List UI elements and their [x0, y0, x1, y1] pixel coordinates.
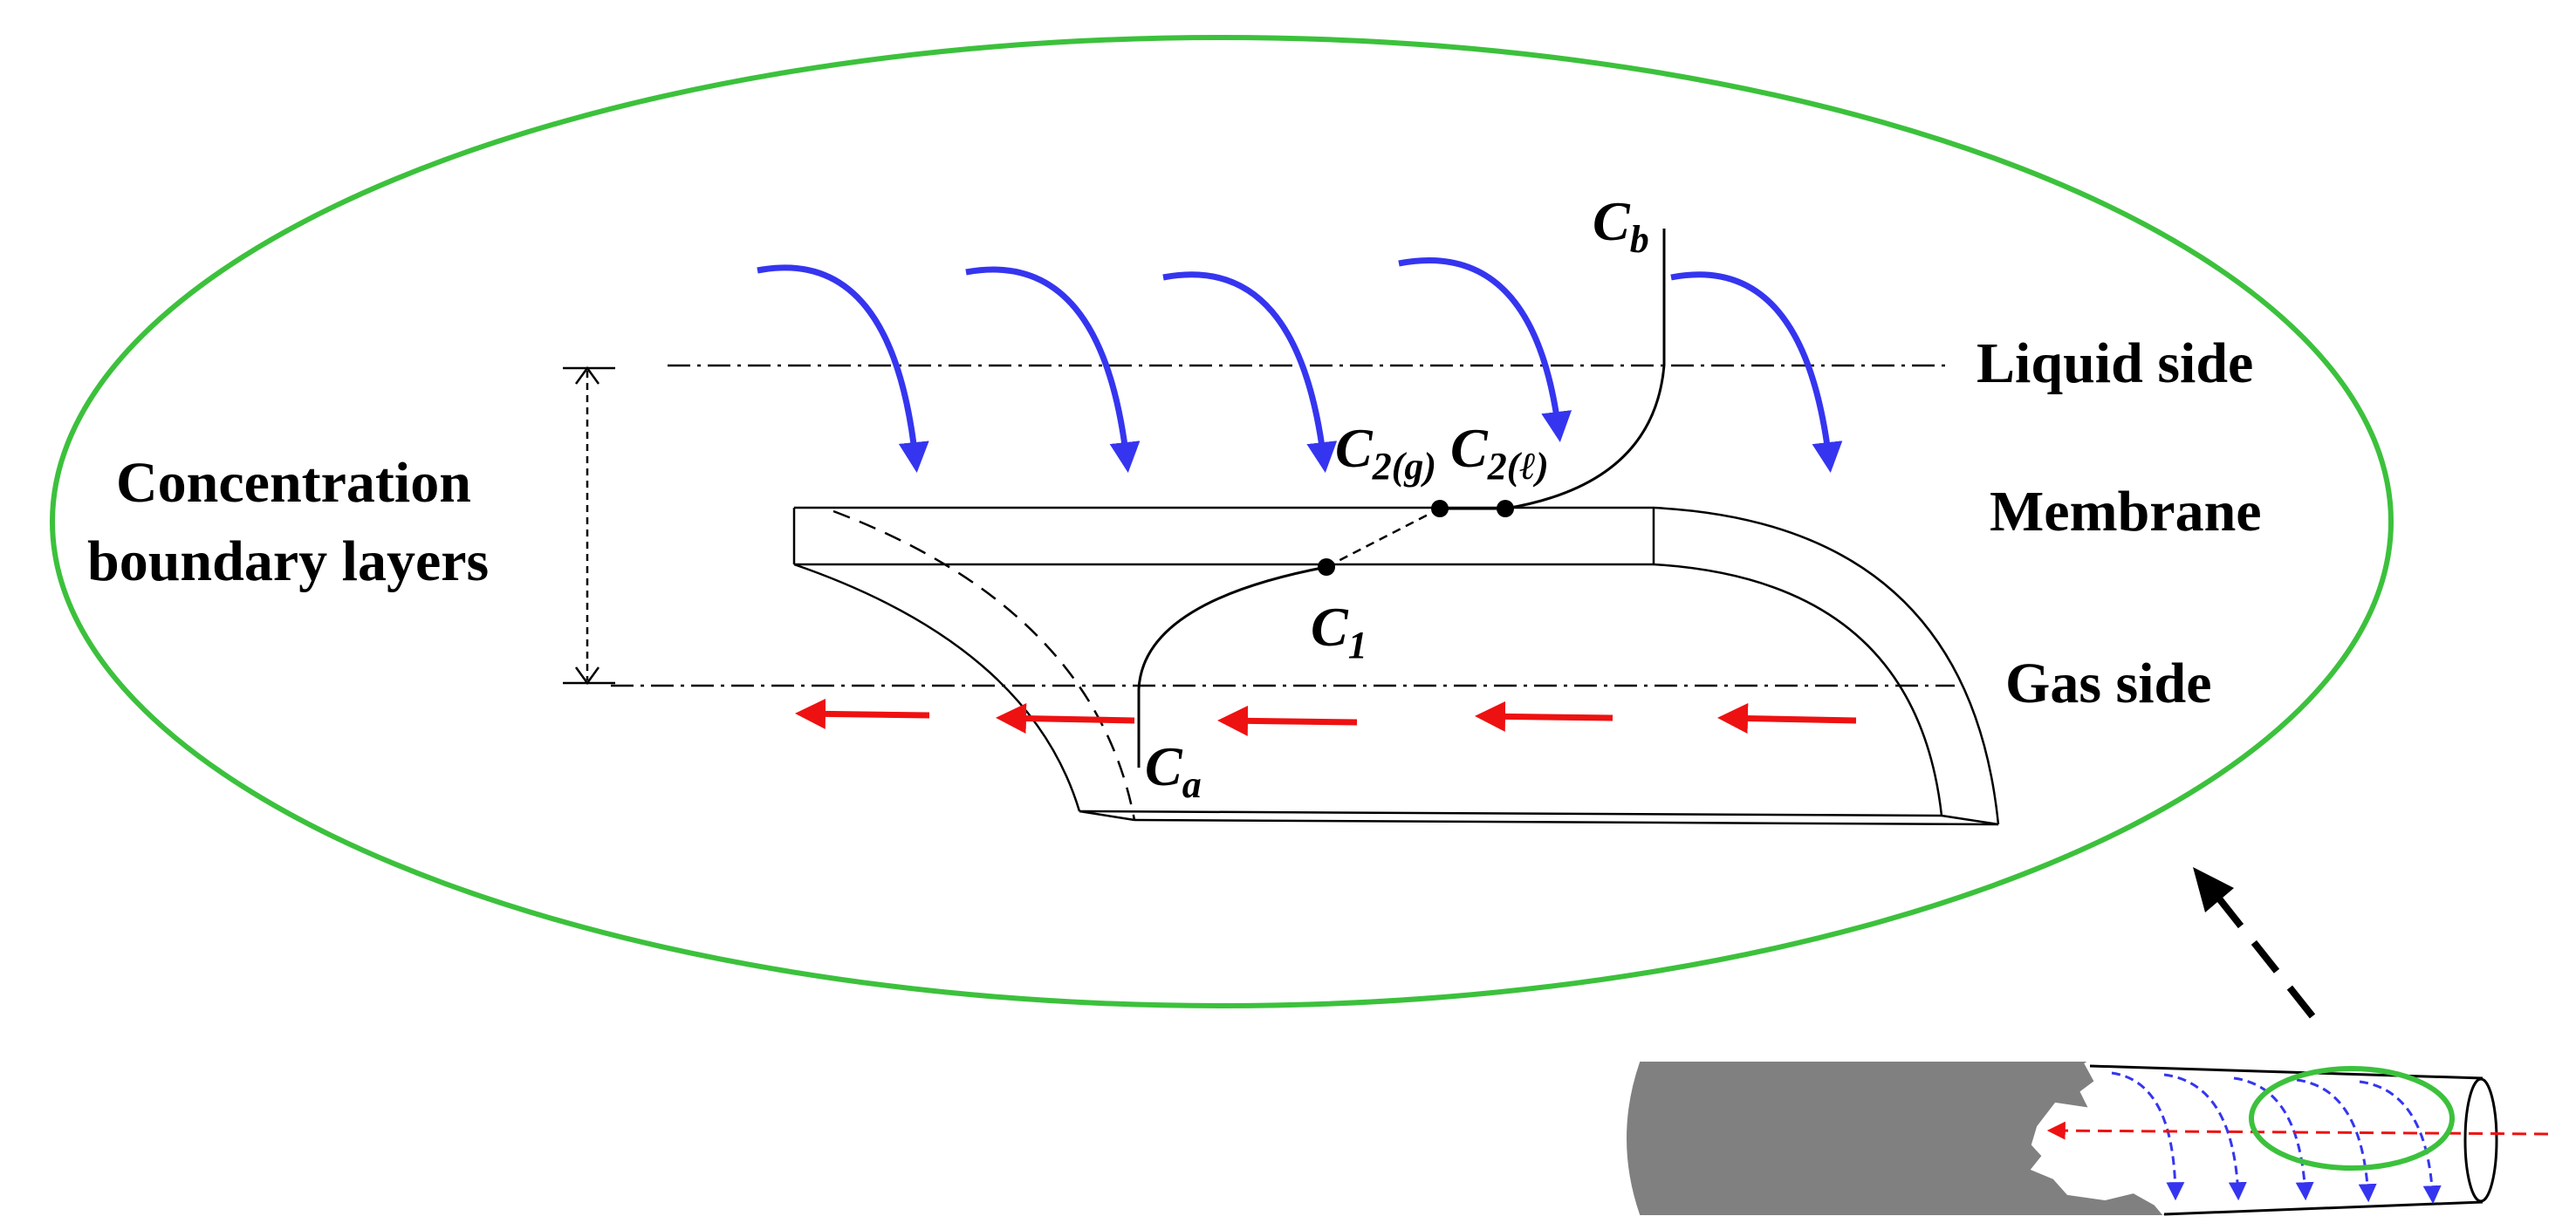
zoom-leader-arrow [2209, 887, 2316, 1019]
liquid-arrow-4 [1398, 257, 1572, 442]
membrane-slab [792, 506, 2000, 826]
membrane-label: Membrane [1990, 480, 2262, 543]
gas-flow-arrows [795, 698, 1857, 736]
zoom-ellipse [50, 35, 2394, 1008]
gas-arrow-5 [1717, 703, 1857, 734]
liquid-side-label: Liquid side [1977, 331, 2253, 395]
liquid-arrow-2 [965, 266, 1141, 473]
c2g-symbol: C2(g) [1335, 417, 1436, 488]
boundary-layers-label-line2: boundary layers [87, 530, 489, 593]
ca-symbol: Ca [1145, 735, 1202, 806]
gas-arrow-1 [795, 698, 930, 729]
liquid-arrow-1 [757, 264, 929, 473]
gas-arrow-4 [1475, 700, 1613, 732]
gas-arrow-2 [996, 703, 1135, 734]
fiber-end-opening [2463, 1077, 2498, 1203]
c2g-point [1431, 500, 1449, 517]
c1-symbol: C1 [1311, 596, 1367, 666]
boundary-layers-label-line1: Concentration [116, 451, 471, 515]
gas-side-label: Gas side [2005, 652, 2212, 715]
c2l-symbol: C2(ℓ) [1450, 417, 1549, 488]
fiber-solid-section [1627, 1062, 2167, 1215]
c2l-point [1497, 500, 1514, 517]
fiber-gas-arrow [2046, 1121, 2549, 1140]
liquid-arrow-3 [1162, 271, 1338, 473]
gas-arrow-3 [1217, 705, 1358, 736]
cb-symbol: Cb [1593, 190, 1649, 261]
c1-point [1318, 558, 1335, 576]
fiber-zoom-circle [2249, 1066, 2455, 1171]
liquid-arrow-5 [1670, 271, 1843, 473]
liquid-flow-arrows [757, 257, 1843, 473]
concentration-profile [1137, 229, 1666, 768]
hollow-fiber-inset [1627, 1062, 2549, 1216]
zoom-leader-arrowhead [2193, 867, 2234, 912]
